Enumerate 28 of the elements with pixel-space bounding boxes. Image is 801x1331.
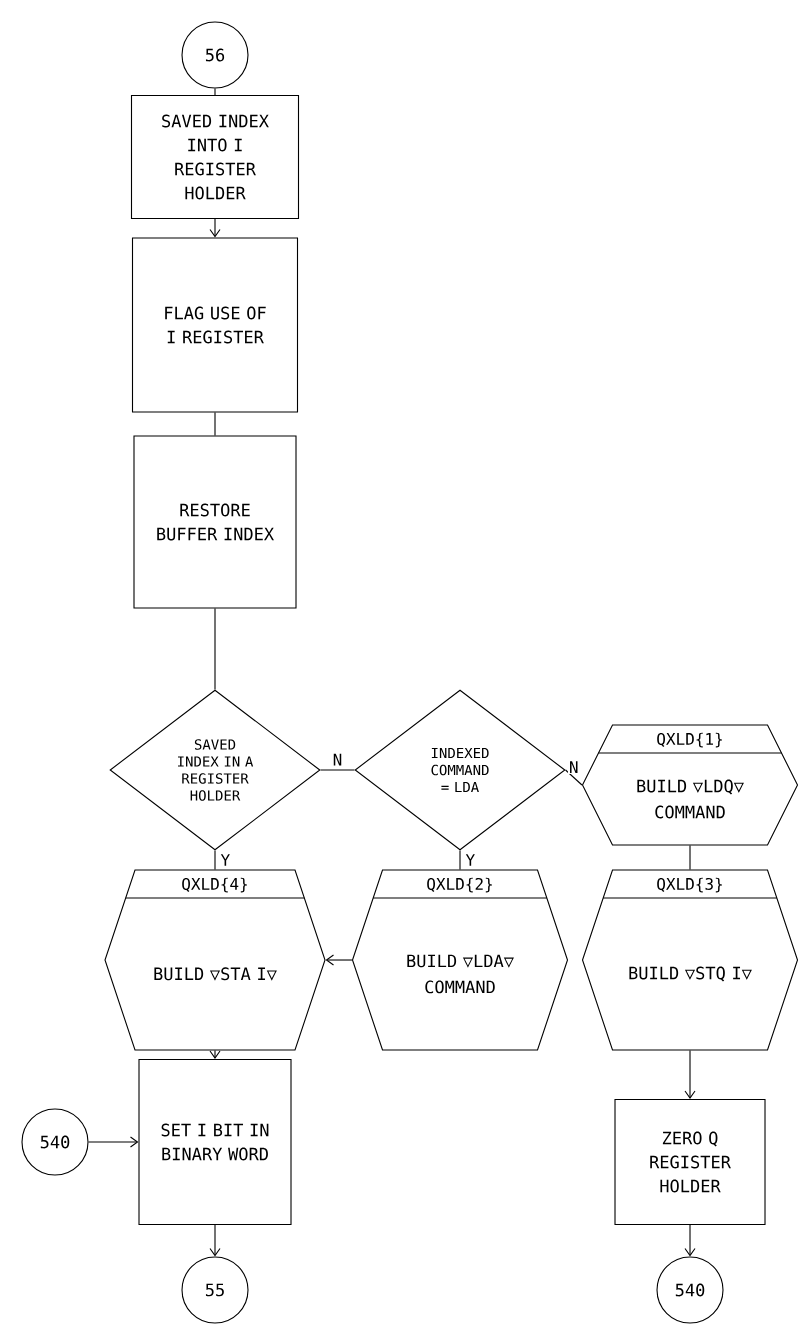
process-box: SET I BIT IN BINARY WORD [138,1058,292,1226]
process-box: RESTORE BUFFER INDEX [133,435,297,609]
hexagon-box: QXLD{1} BUILD ▽LDQ▽ COMMAND [581,724,799,846]
connector-line [689,845,691,870]
connector-line [684,1050,696,1099]
edge-label: N [567,760,580,774]
process-box: ZERO Q REGISTER HOLDER [614,1098,766,1226]
edge-label: Y [464,853,477,867]
connector-line [214,412,216,436]
connector-line [88,1136,139,1148]
connector-line [459,850,461,870]
hexagon-box: QXLD{3} BUILD ▽STQ I▽ [581,869,799,1051]
connector-line [320,769,355,771]
connector-line [214,88,216,96]
edge-label: Y [219,853,232,867]
connector-line [325,954,353,966]
connector-line [209,1050,221,1059]
hexagon-box: QXLD{2} BUILD ▽LDA▽ COMMAND [351,869,569,1051]
process-box: FLAG USE OF I REGISTER [131,237,299,413]
hexagon-box: QXLD{4} BUILD ▽STA I▽ [104,869,326,1051]
connector-line [684,1224,696,1257]
connector-line [209,1224,221,1257]
connector-line [214,608,216,690]
connector-line [209,218,221,238]
process-box: SAVED INDEX INTO I REGISTER HOLDER [130,94,300,220]
connector-line [565,769,583,786]
connector-line [214,850,216,870]
edge-label: N [331,752,344,767]
